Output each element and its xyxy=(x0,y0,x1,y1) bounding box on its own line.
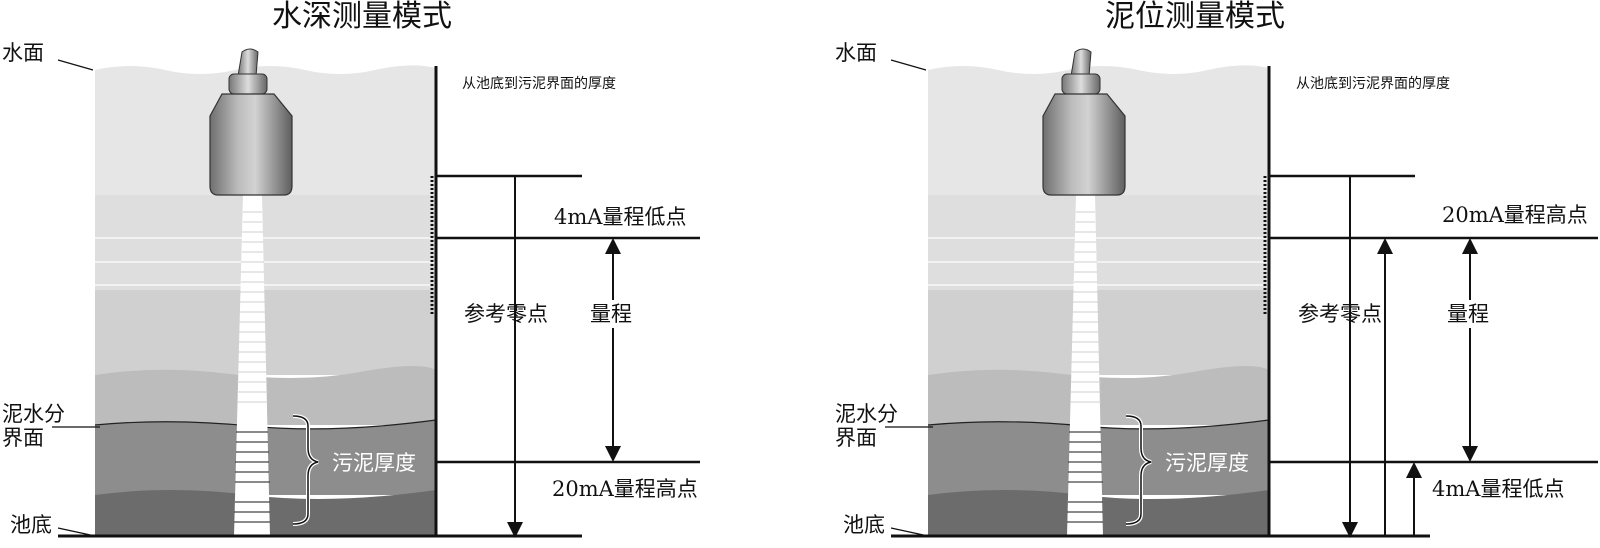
water-middle-layer xyxy=(95,195,436,290)
sludge-thickness-label: 污泥厚度 xyxy=(332,451,416,475)
water-surface-label: 水面 xyxy=(2,41,44,65)
thickness-note: 从池底到污泥界面的厚度 xyxy=(1296,76,1450,92)
ultrasonic-beam xyxy=(1067,195,1103,536)
water-surface-label: 水面 xyxy=(835,41,877,65)
tank-bottom-label: 池底 xyxy=(843,513,885,537)
range-label: 量程 xyxy=(590,302,632,326)
upper-point-label: 20mA量程高点 xyxy=(1442,203,1588,227)
reference-zero-label: 参考零点 xyxy=(1298,302,1382,326)
ultrasonic-sensor-icon xyxy=(1042,48,1126,196)
interface-label-line2: 界面 xyxy=(2,426,44,450)
thickness-note: 从池底到污泥界面的厚度 xyxy=(462,76,616,92)
panel-sludge-level-mode: 泥位测量模式 xyxy=(835,0,1598,538)
panel-title: 水深测量模式 xyxy=(272,0,452,34)
lower-point-label: 4mA量程低点 xyxy=(1432,477,1564,501)
panel-water-depth-mode: 水深测量模式 xyxy=(2,0,700,538)
reference-zero-label: 参考零点 xyxy=(464,302,548,326)
upper-point-label: 4mA量程低点 xyxy=(554,205,686,229)
panel-title: 泥位测量模式 xyxy=(1105,0,1285,34)
sludge-thickness-label: 污泥厚度 xyxy=(1165,451,1249,475)
tank-bottom-label: 池底 xyxy=(10,513,52,537)
range-label: 量程 xyxy=(1447,302,1489,326)
interface-label-line1: 泥水分 xyxy=(835,402,898,426)
lower-point-label: 20mA量程高点 xyxy=(552,477,698,501)
ultrasonic-beam xyxy=(234,195,270,536)
water-middle-layer xyxy=(928,195,1269,290)
interface-label-line2: 界面 xyxy=(835,426,877,450)
ultrasonic-sensor-icon xyxy=(209,48,293,196)
interface-label-line1: 泥水分 xyxy=(2,402,65,426)
